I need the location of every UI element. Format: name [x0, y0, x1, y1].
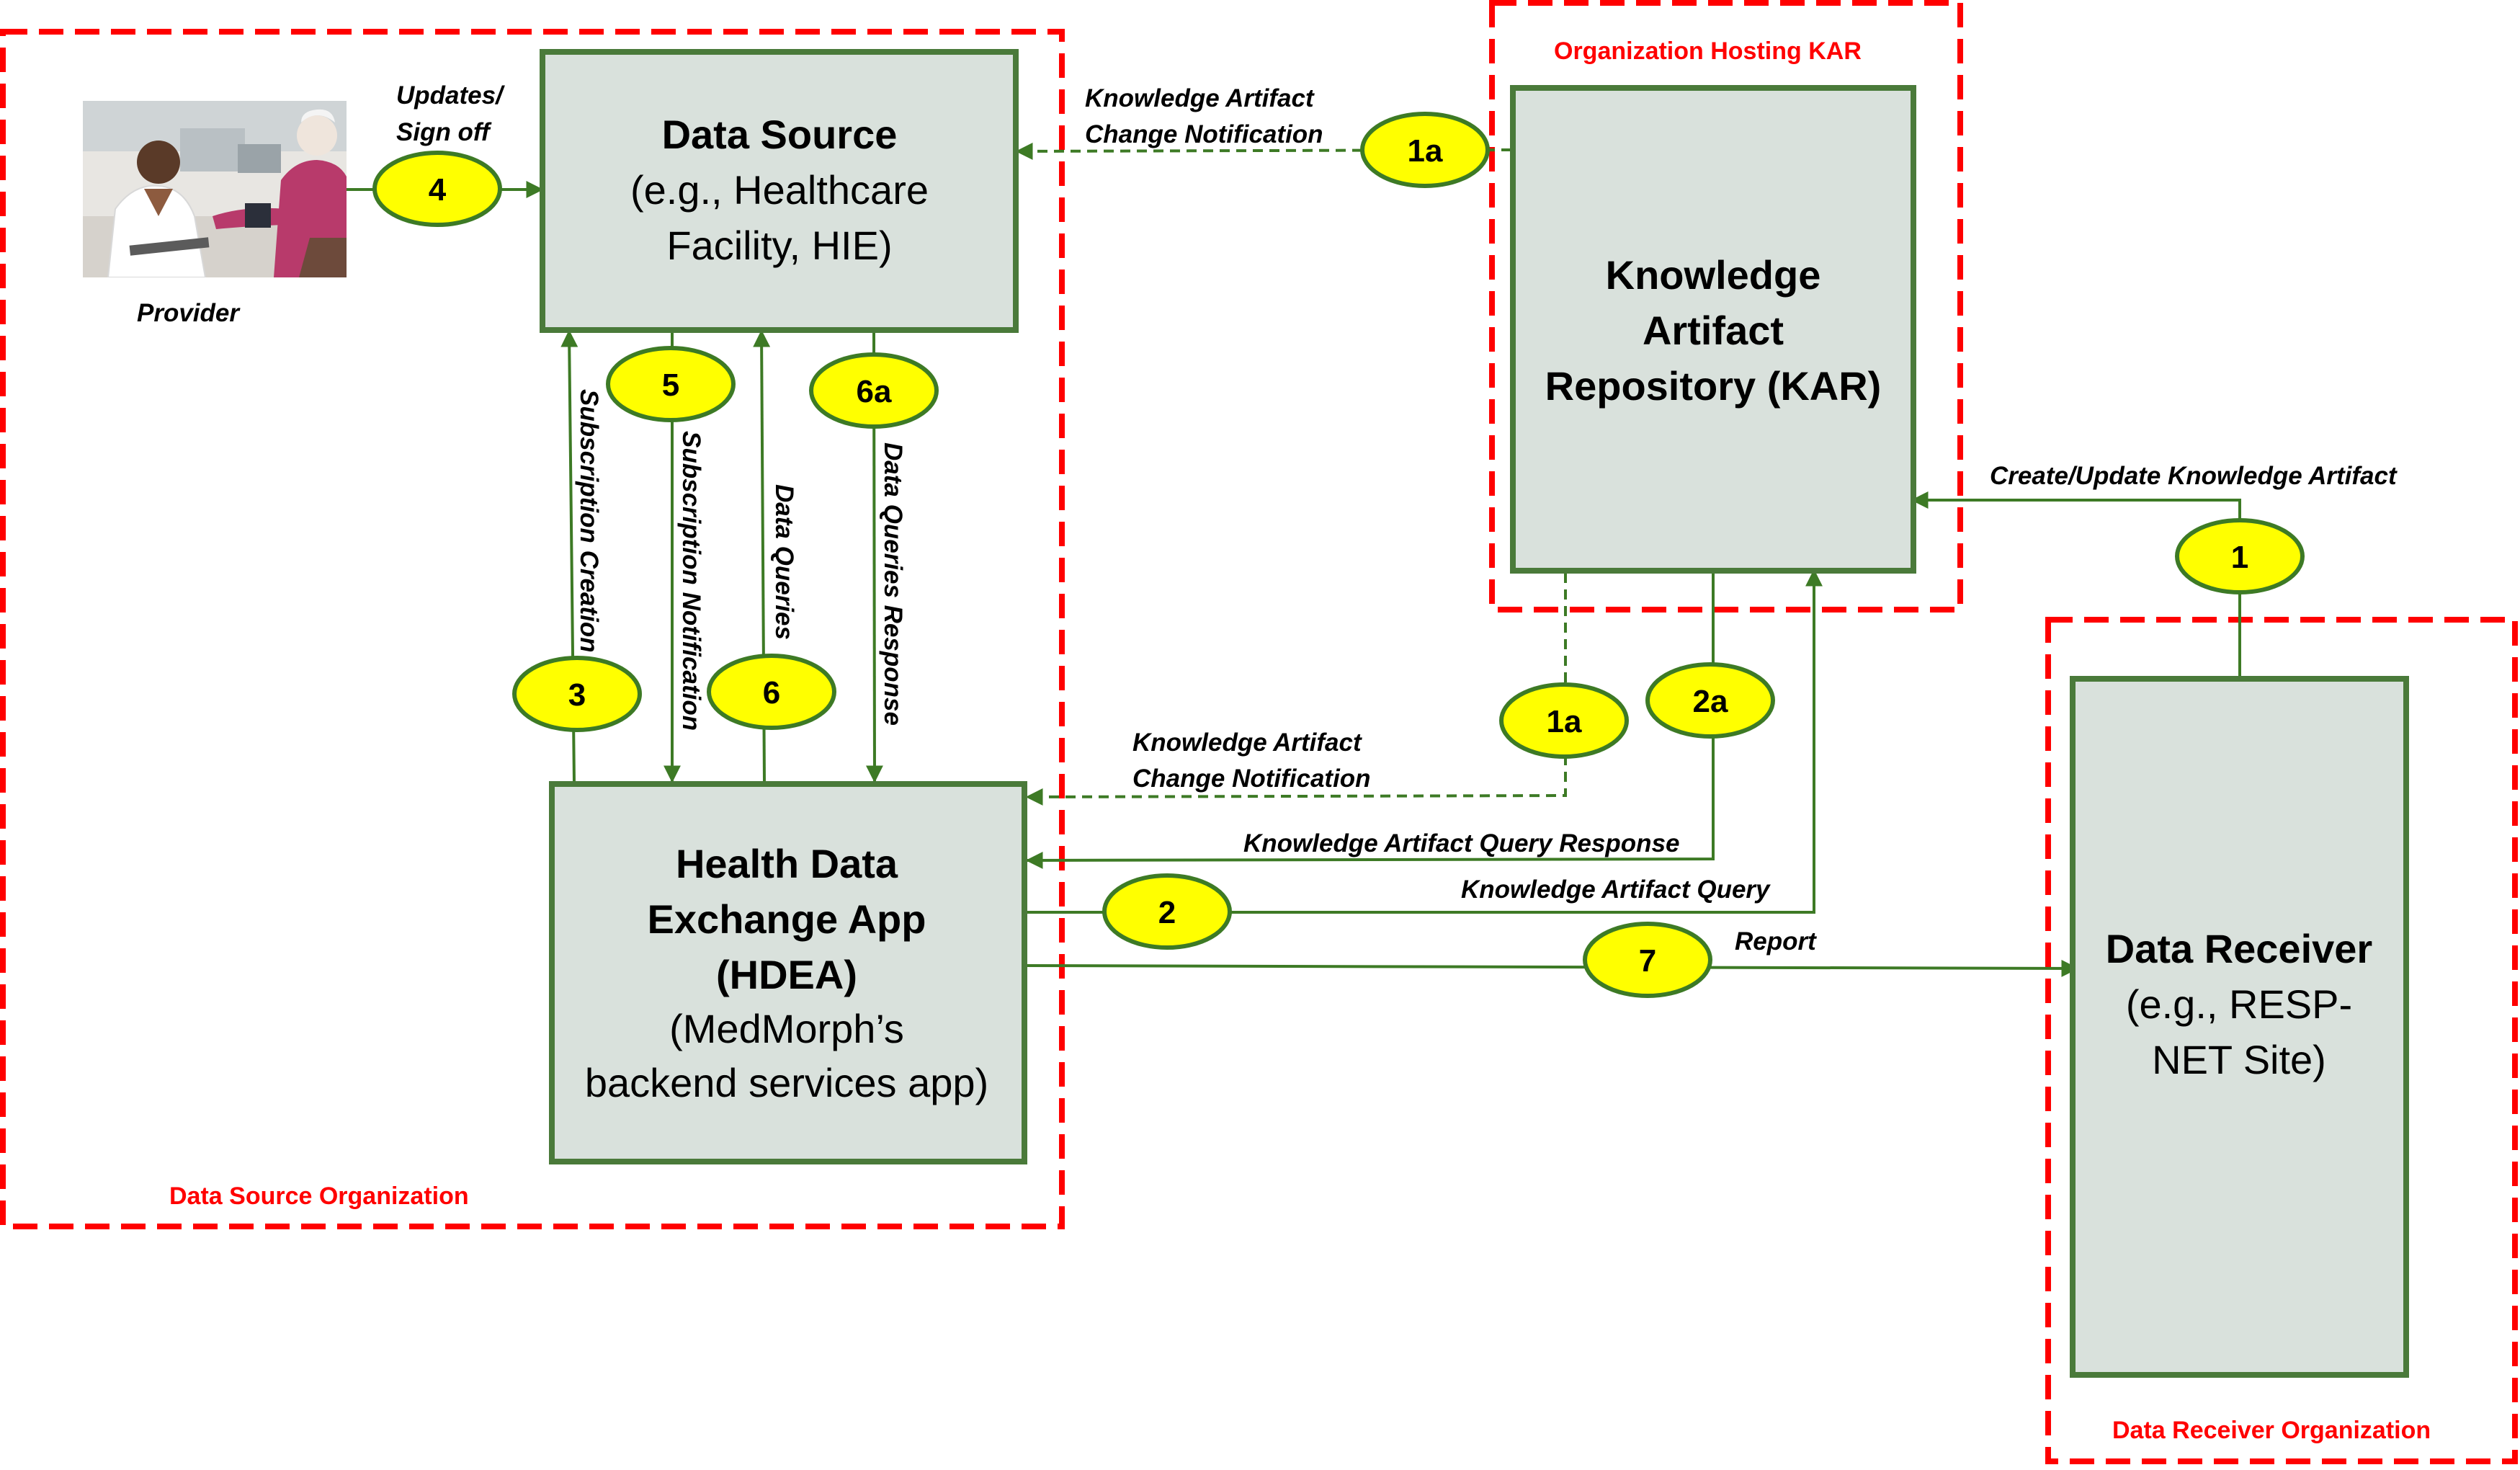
ka-change-top-label-1: Knowledge Artifact [1085, 84, 1315, 112]
updates-label-1: Updates/ [396, 81, 505, 110]
hdea-sub2: backend services app) [585, 1060, 988, 1105]
ka-change-mid-label-2: Change Notification [1132, 765, 1371, 793]
data-source-sub1: (e.g., Healthcare [630, 167, 929, 213]
step-markers: 4 1a 5 6a 3 6 1a 2a 1 2 7 [372, 112, 2305, 998]
svg-text:7: 7 [1639, 943, 1656, 979]
kar-line3: Repository (KAR) [1545, 363, 1882, 409]
data-queries-response-label: Data Queries Response [879, 442, 907, 726]
data-queries-label: Data Queries [770, 484, 798, 640]
receiver-title: Data Receiver [2106, 926, 2372, 971]
hdea-line1: Health Data [676, 841, 898, 886]
data-source-title: Data Source [662, 112, 898, 157]
svg-text:3: 3 [568, 677, 586, 713]
kar-line2: Artifact [1643, 308, 1784, 353]
hdea-sub1: (MedMorph’s [669, 1006, 904, 1051]
step-3: 3 [512, 656, 642, 732]
receiver-org-label: Data Receiver Organization [2112, 1417, 2431, 1444]
ka-change-mid-label-1: Knowledge Artifact [1132, 729, 1362, 757]
kar-org-label: Organization Hosting KAR [1554, 37, 1862, 65]
step-7: 7 [1583, 922, 1712, 998]
data-source-org-border [0, 29, 1065, 1229]
edge-report [1024, 959, 2079, 977]
data-source-org-label: Data Source Organization [169, 1182, 469, 1210]
receiver-org-border [2045, 617, 2518, 1464]
edge-create-update [1911, 491, 2241, 677]
hdea-line3: (HDEA) [716, 952, 857, 997]
report-label: Report [1735, 927, 1817, 956]
receiver-sub1: (e.g., RESP- [2126, 981, 2352, 1027]
svg-text:1a: 1a [1408, 133, 1443, 169]
svg-text:1: 1 [2231, 540, 2248, 575]
step-1a-mid: 1a [1499, 682, 1629, 759]
svg-text:5: 5 [662, 368, 679, 403]
svg-text:2a: 2a [1693, 684, 1728, 719]
receiver-sub2: NET Site) [2152, 1037, 2326, 1082]
doctor-patient-photo-icon [83, 101, 347, 277]
step-1: 1 [2175, 518, 2305, 594]
step-2: 2 [1102, 873, 1232, 950]
kar-box: Knowledge Artifact Repository (KAR) [1510, 85, 1916, 574]
ka-query-response-label: Knowledge Artifact Query Response [1243, 829, 1680, 858]
provider-label: Provider [137, 299, 241, 327]
step-1a-top: 1a [1360, 112, 1490, 188]
create-update-label: Create/Update Knowledge Artifact [1990, 462, 2398, 490]
receiver-box: Data Receiver (e.g., RESP- NET Site) [2070, 676, 2409, 1378]
updates-label-2: Sign off [396, 118, 492, 146]
svg-text:6a: 6a [857, 374, 892, 409]
subscription-creation-label: Subscription Creation [575, 389, 603, 653]
kar-line1: Knowledge [1606, 252, 1821, 298]
svg-text:1a: 1a [1547, 704, 1582, 739]
step-5: 5 [606, 346, 736, 422]
kar-org-border [1489, 0, 1963, 612]
data-source-box: Data Source (e.g., Healthcare Facility, … [540, 49, 1019, 333]
hdea-box: Health Data Exchange App (HDEA) (MedMorp… [549, 781, 1027, 1164]
svg-text:4: 4 [429, 172, 447, 208]
ka-change-top-label-2: Change Notification [1085, 120, 1323, 148]
step-4: 4 [372, 151, 502, 227]
subscription-notification-label: Subscription Notification [677, 431, 705, 731]
edge-ka-query [1024, 569, 1823, 914]
svg-text:6: 6 [763, 675, 780, 710]
data-source-sub2: Facility, HIE) [666, 223, 892, 268]
step-6: 6 [707, 654, 836, 730]
svg-text:2: 2 [1158, 895, 1176, 930]
step-6a: 6a [809, 352, 939, 429]
hdea-line2: Exchange App [648, 896, 926, 942]
edge-ka-change-mid [1025, 573, 1567, 806]
step-2a: 2a [1645, 662, 1775, 739]
ka-query-label: Knowledge Artifact Query [1461, 876, 1771, 904]
